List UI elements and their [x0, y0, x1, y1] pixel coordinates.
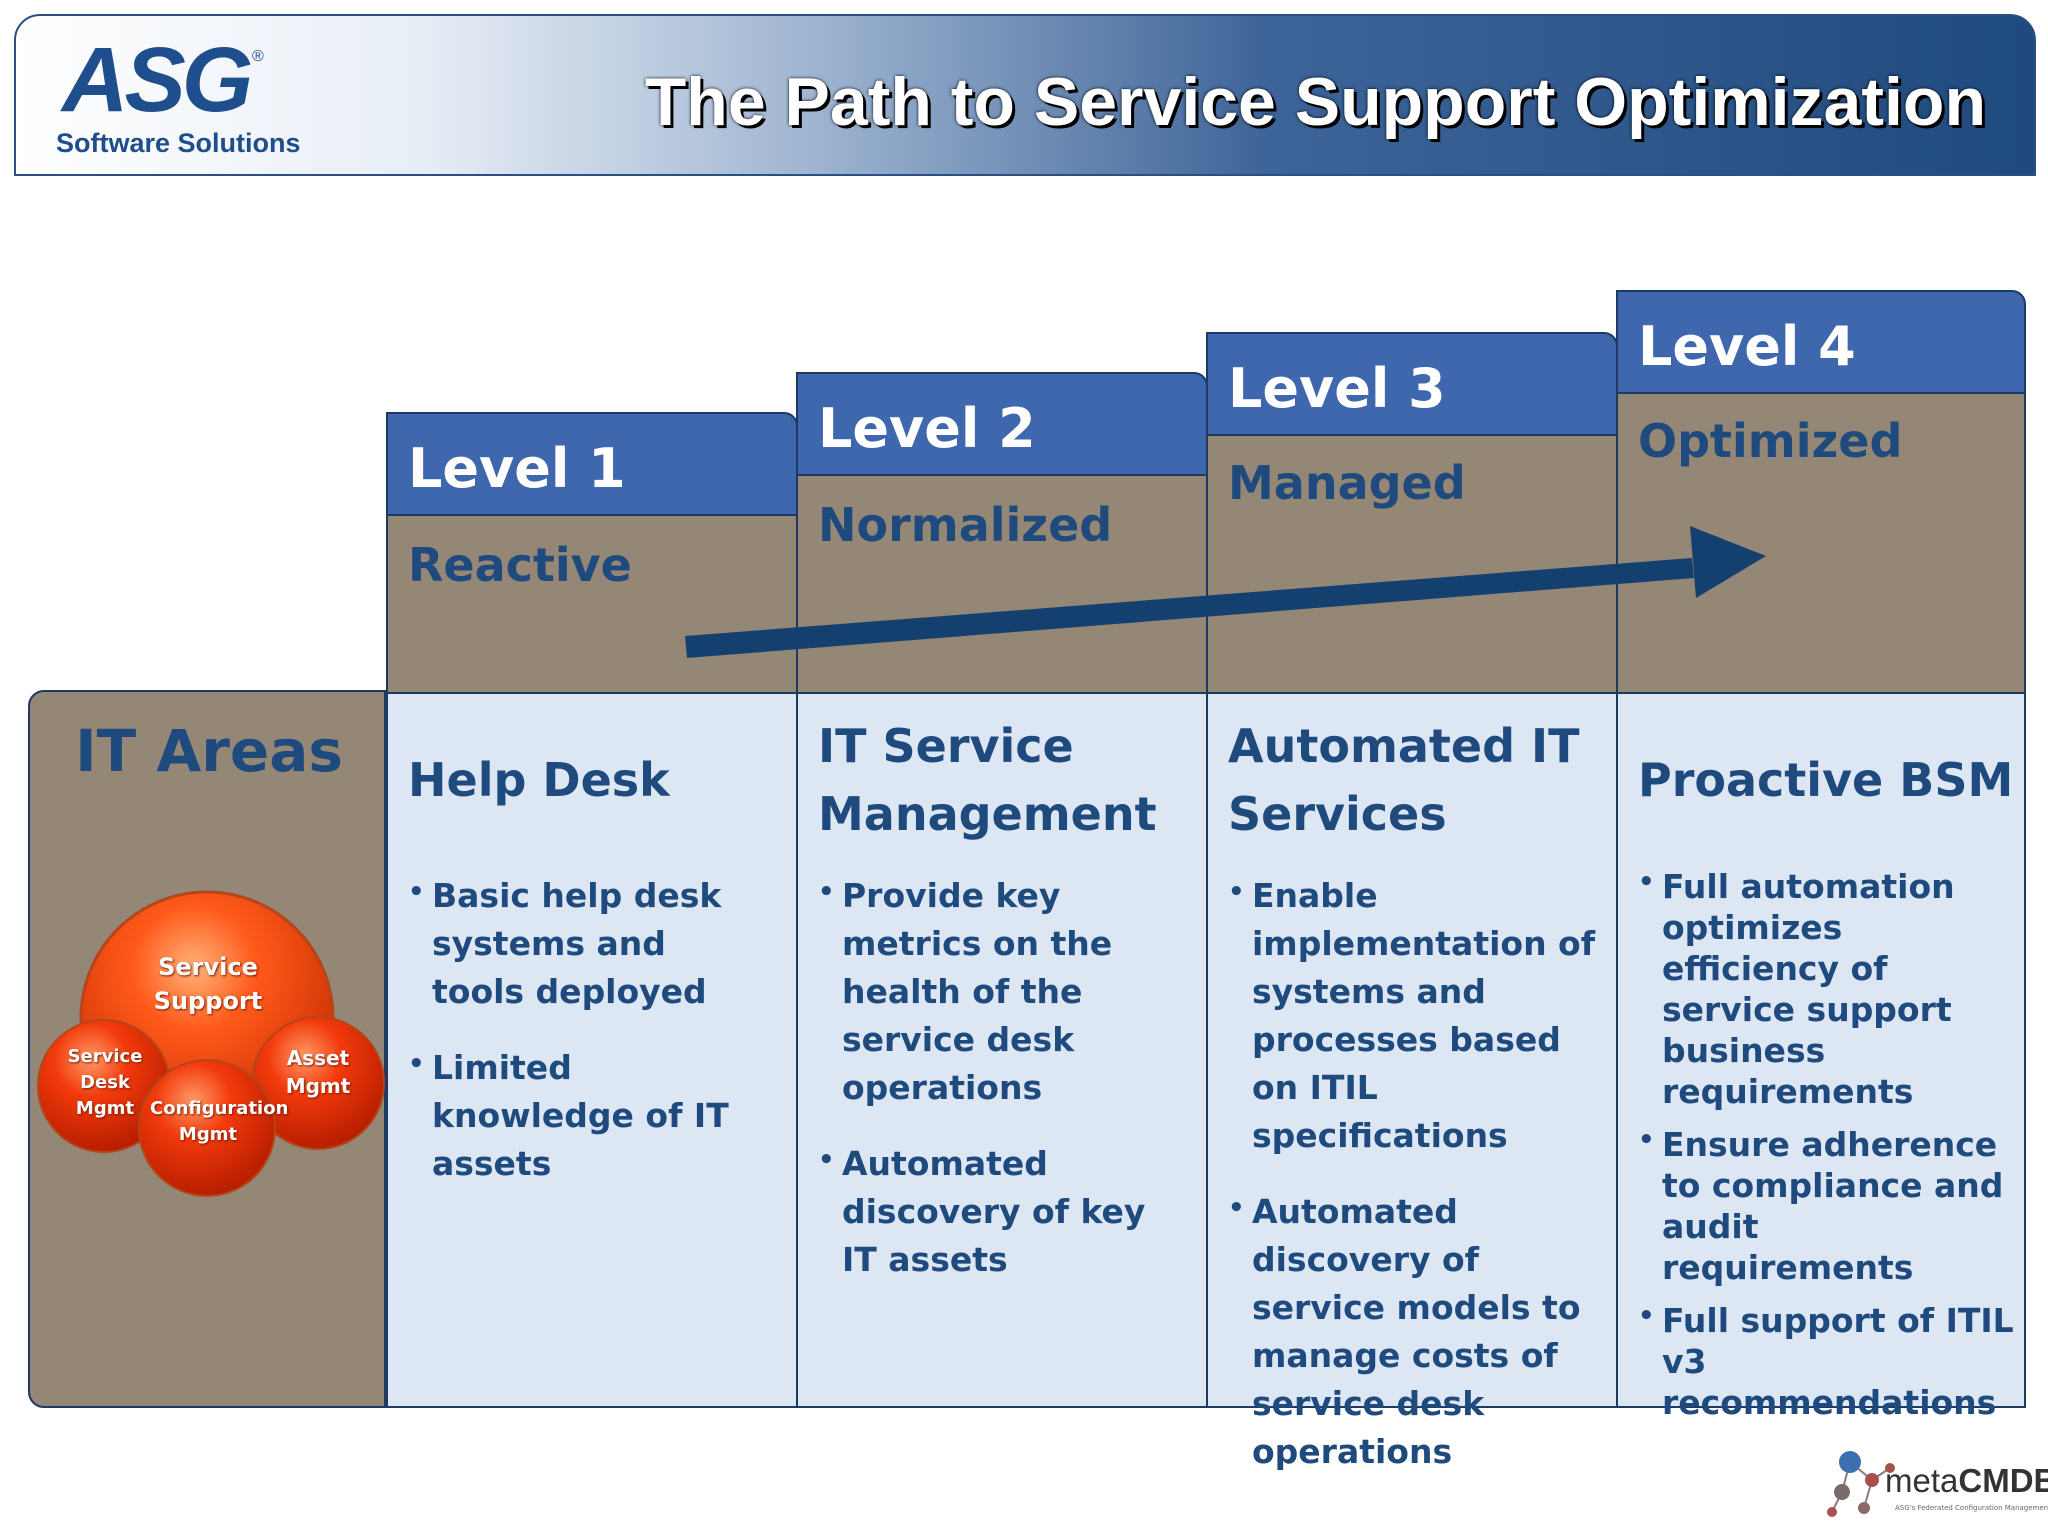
service-desk-label: Service Desk Mgmt	[67, 1046, 143, 1119]
molecule-icon	[1827, 1451, 1895, 1517]
level-2-name: Normalized	[818, 498, 1113, 552]
level-1-name: Reactive	[408, 538, 632, 592]
level-3-label: Level 3	[1228, 357, 1446, 420]
service-support-label: Service Support	[153, 953, 263, 1015]
column-2-title: IT Service Management	[818, 719, 1157, 841]
column-2-bullet-2: Automated discovery of key IT assets	[818, 1136, 1188, 1284]
column-4-bullets: Full automation optimizes efficiency of …	[1638, 862, 2020, 1435]
column-1-bullets: Basic help desk systems and tools deploy…	[408, 868, 768, 1216]
column-4-bullet-1: Full automation optimizes efficiency of …	[1638, 862, 2020, 1112]
page-title: The Path to Service Support Optimization	[644, 64, 1986, 140]
logo-registered-mark: ®	[252, 48, 264, 65]
column-4-bullet-3: Full support of ITIL v3 recommendations	[1638, 1296, 2020, 1423]
column-4-title: Proactive BSM	[1638, 753, 2014, 807]
column-4-bullet-2: Ensure adherence to compliance and audit…	[1638, 1120, 2020, 1288]
asset-mgmt-label: Asset Mgmt	[285, 1046, 351, 1098]
column-3-bullets: Enable implementation of systems and pro…	[1228, 868, 1608, 1504]
column-3-bullet-2: Automated discovery of service models to…	[1228, 1184, 1608, 1476]
it-areas-title: IT Areas	[75, 717, 343, 785]
logo-subtitle: Software Solutions	[56, 128, 301, 158]
asg-logo: ASG	[62, 29, 253, 131]
column-1-title: Help Desk	[408, 753, 670, 807]
column-3-title: Automated IT Services	[1228, 719, 1580, 841]
level-2-tab	[796, 372, 1208, 476]
level-4-name: Optimized	[1638, 414, 1903, 468]
metacmdb-logo: metaCMDB®	[1885, 1462, 2048, 1499]
level-4-tab	[1616, 290, 2026, 394]
column-2-bullets: Provide key metrics on the health of the…	[818, 868, 1188, 1312]
header-banner: ASG ® Software Solutions The Path to Ser…	[14, 14, 2036, 176]
level-2-label: Level 2	[818, 397, 1036, 460]
column-1-bullet-1: Basic help desk systems and tools deploy…	[408, 868, 768, 1016]
configuration-label: Configuration Mgmt	[150, 1098, 289, 1145]
level-3-name: Managed	[1228, 456, 1466, 510]
level-3-tab	[1206, 332, 1618, 436]
level-1-tab	[386, 412, 798, 516]
column-3-bullet-1: Enable implementation of systems and pro…	[1228, 868, 1608, 1160]
column-1-bullet-2: Limited knowledge of IT assets	[408, 1040, 768, 1188]
column-2-bullet-1: Provide key metrics on the health of the…	[818, 868, 1188, 1112]
level-1-label: Level 1	[408, 437, 626, 500]
level-4-label: Level 4	[1638, 315, 1856, 378]
metacmdb-tagline: ASG's Federated Configuration Management…	[1895, 1504, 2048, 1512]
